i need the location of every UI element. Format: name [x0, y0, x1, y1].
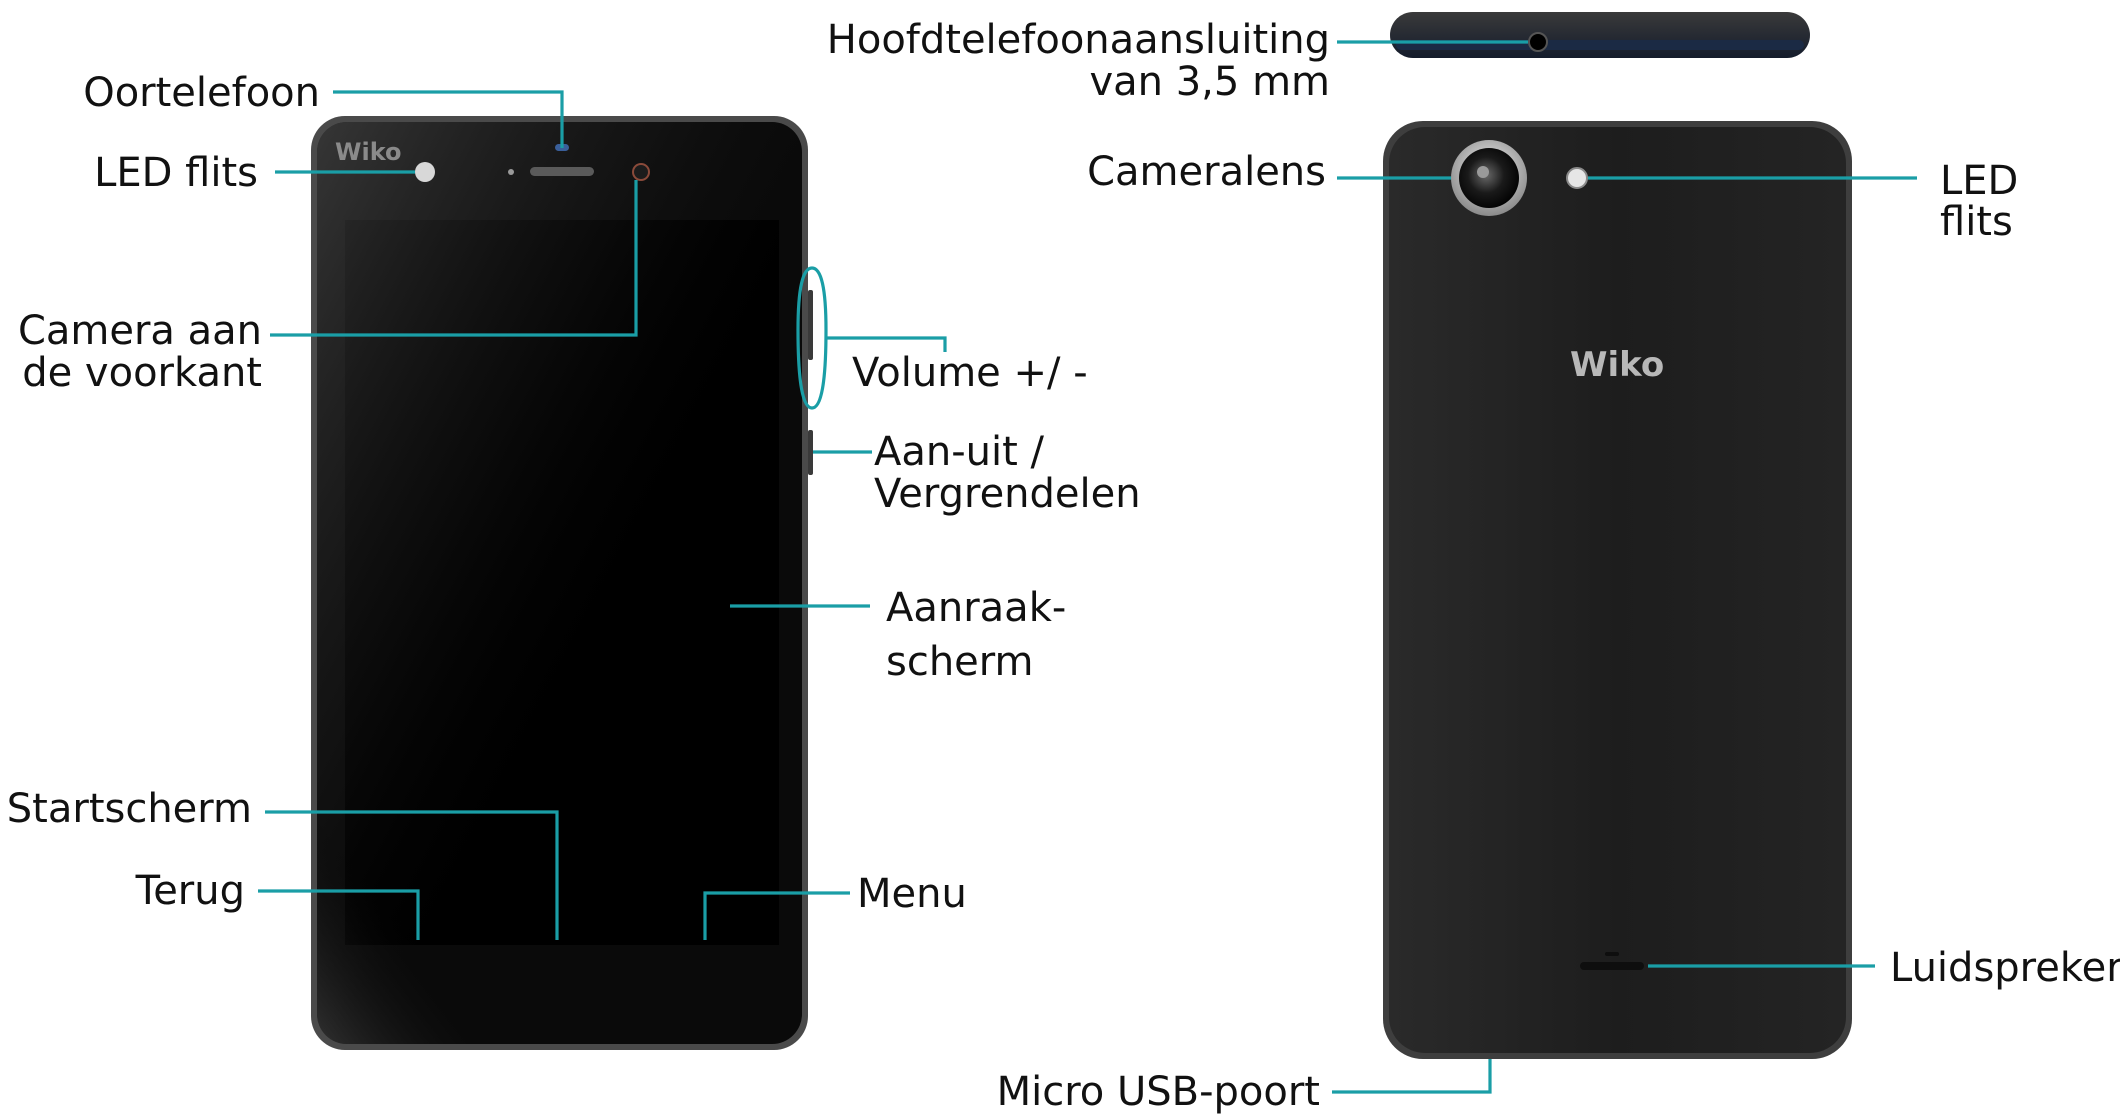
front-camera-icon [632, 163, 650, 181]
rear-led-flash-icon [1566, 167, 1588, 189]
camera-lens-glint-icon [1477, 166, 1489, 178]
earpiece-grille-icon [530, 167, 594, 176]
label-volume: Volume +/ - [852, 350, 1088, 396]
leader-startscherm [265, 810, 559, 940]
front-phone: Wiko [311, 116, 813, 1050]
label-front-camera-line1: Camera aan [18, 308, 262, 354]
leader-oortelefoon [333, 90, 564, 148]
label-power-line2: Vergrendelen [874, 471, 1141, 517]
sensor-dot-icon [508, 169, 514, 175]
headphone-jack-icon [1528, 32, 1548, 52]
label-led-flits-front: LED flits [94, 150, 258, 196]
label-usb: Micro USB-poort [997, 1069, 1320, 1115]
leader-terug [258, 889, 420, 940]
phone-top-edge-view [1390, 12, 1810, 58]
label-cameralens: Cameralens [1087, 149, 1326, 195]
label-terug: Terug [135, 868, 245, 914]
label-touchscreen-line2: scherm [886, 639, 1034, 685]
label-luidspreker: Luidspreker [1890, 945, 2120, 991]
camera-lens-icon [1459, 148, 1519, 208]
label-led-back-line1: LED [1940, 158, 2018, 204]
label-menu: Menu [857, 871, 967, 917]
leader-volume [826, 336, 947, 352]
front-glare-lower [317, 700, 577, 1044]
label-headphone-line2: van 3,5 mm [1089, 59, 1330, 105]
label-front-camera-line2: de voorkant [22, 350, 262, 396]
leader-front-camera [270, 180, 638, 337]
back-brand-logo: Wiko [1570, 345, 1664, 385]
leader-menu [703, 891, 850, 940]
back-phone: Wiko [1383, 121, 1852, 1059]
label-power-line1: Aan-uit / [874, 429, 1045, 475]
label-startscherm: Startscherm [7, 786, 252, 832]
speaker-grille-icon [1580, 962, 1644, 970]
label-led-back-line2: flits [1940, 199, 2013, 245]
leader-lines [258, 40, 1917, 1094]
power-button [808, 430, 813, 475]
volume-button [808, 290, 813, 360]
labels: Oortelefoon LED flits Camera aan de voor… [7, 17, 2120, 1115]
front-brand-logo: Wiko [335, 138, 402, 166]
label-oortelefoon: Oortelefoon [83, 70, 320, 116]
top-edge-shell [1390, 12, 1810, 58]
front-led-flash-icon [415, 162, 435, 182]
back-phone-shell [1389, 127, 1846, 1053]
volume-highlight-outline [796, 266, 828, 410]
label-headphone-line1: Hoofdtelefoonaansluiting [827, 17, 1330, 63]
label-touchscreen-line1: Aanraak- [886, 585, 1066, 631]
leader-usb [1332, 1059, 1492, 1094]
speaker-mark-icon [1605, 952, 1619, 956]
